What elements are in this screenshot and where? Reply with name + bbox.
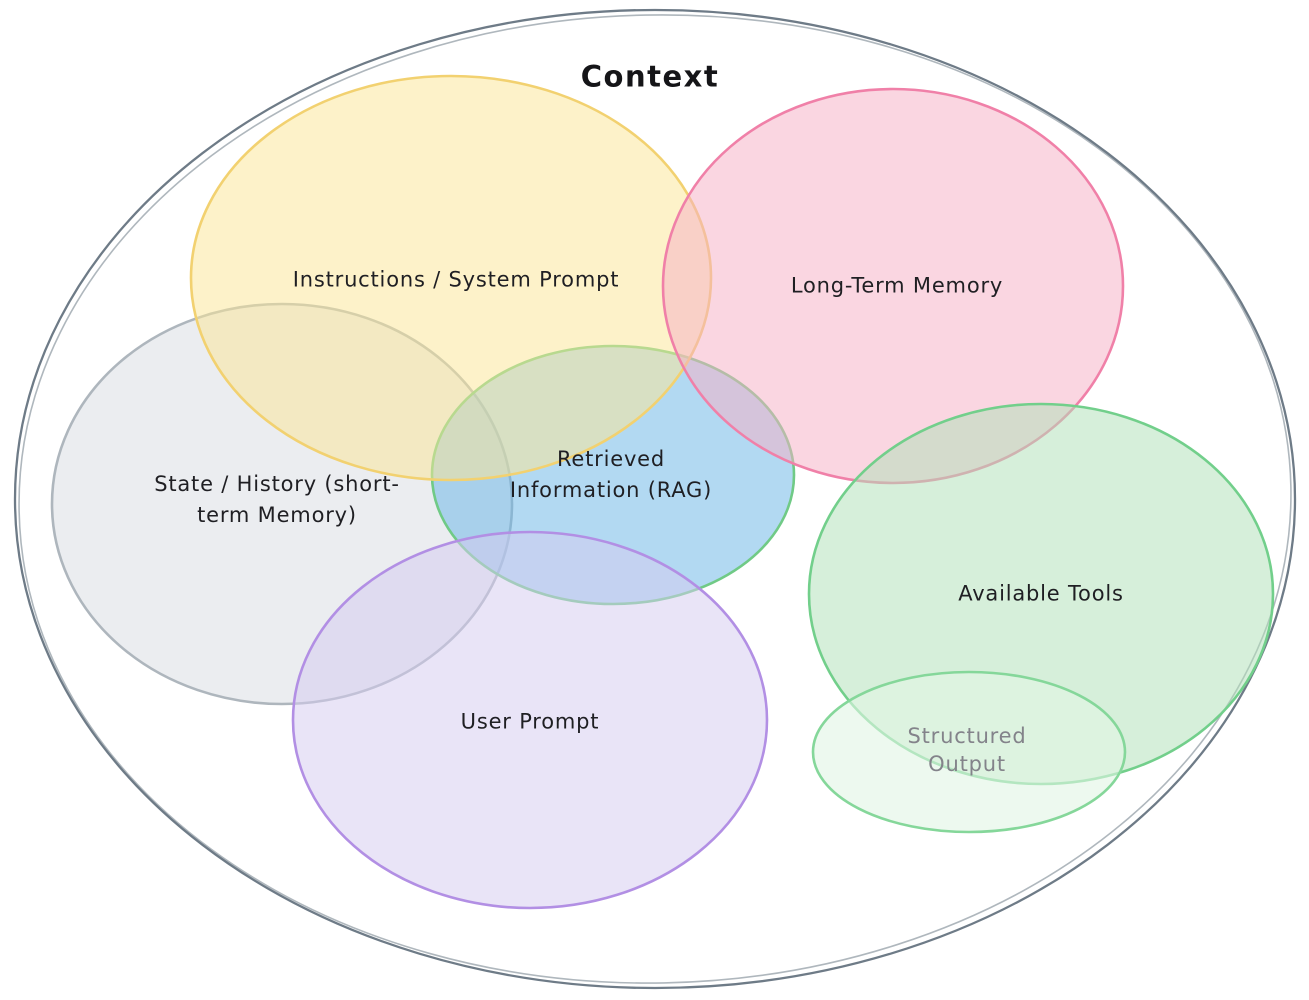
state-history-label: State / History (short- term Memory)	[154, 469, 400, 531]
structured-output-label: Structured Output	[907, 722, 1026, 778]
retrieved-information-label: Retrieved Information (RAG)	[510, 444, 712, 506]
user-prompt-label: User Prompt	[460, 709, 600, 734]
context-outline-ellipse	[13, 8, 1297, 990]
structured-output-ellipse	[811, 670, 1127, 834]
user-prompt-ellipse	[291, 530, 769, 910]
long-term-memory-label: Long-Term Memory	[790, 273, 1004, 298]
instructions-label: Instructions / System Prompt	[292, 267, 620, 292]
structured-output-label-line2: Output	[928, 752, 1006, 776]
structured-output-label-line1: Structured	[907, 724, 1027, 748]
state-history-label-line1: State / History (short-	[154, 472, 400, 496]
diagram-title: Context	[580, 59, 720, 94]
retrieved-information-label-line2: Information (RAG)	[509, 478, 713, 502]
context-outline-echo	[18, 14, 1292, 984]
state-history-label-line2: term Memory)	[197, 503, 357, 527]
retrieved-information-label-line1: Retrieved	[556, 447, 666, 471]
available-tools-label: Available Tools	[958, 581, 1124, 606]
